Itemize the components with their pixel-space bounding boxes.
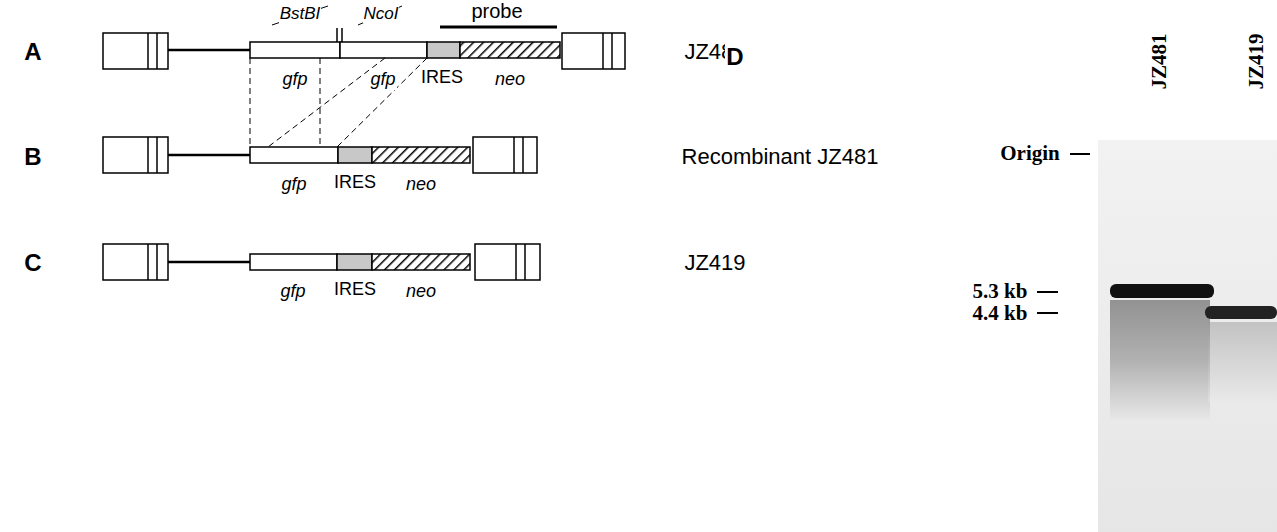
gene-label: gfp	[279, 282, 306, 302]
element-label: IRES	[333, 280, 377, 300]
probe-label: probe	[470, 0, 523, 22]
panel-letter: A	[23, 39, 42, 65]
panel-letter: B	[23, 144, 42, 170]
restriction-site: NcoI	[363, 5, 400, 24]
gene-label: neo	[405, 282, 437, 302]
gene-label: gfp	[281, 70, 308, 90]
construct-name: Recombinant JZ481	[681, 145, 880, 169]
gene-label: neo	[405, 175, 437, 195]
construct-name: JZ419	[683, 251, 746, 275]
gene-label: gfp	[369, 70, 396, 90]
panel-letter: D	[725, 44, 744, 70]
panel-letter: C	[23, 250, 42, 276]
gel-marker: Origin	[999, 142, 1061, 165]
size-marker: 5.3 kb	[972, 280, 1029, 303]
gene-label: neo	[494, 70, 526, 90]
element-label: IRES	[333, 173, 377, 193]
lane-label: JZ481	[1148, 33, 1171, 91]
size-marker: 4.4 kb	[972, 302, 1029, 325]
element-label: IRES	[420, 68, 464, 88]
restriction-site: BstBI	[279, 5, 322, 24]
gene-label: gfp	[280, 175, 307, 195]
lane-label: JZ419	[1245, 33, 1268, 91]
